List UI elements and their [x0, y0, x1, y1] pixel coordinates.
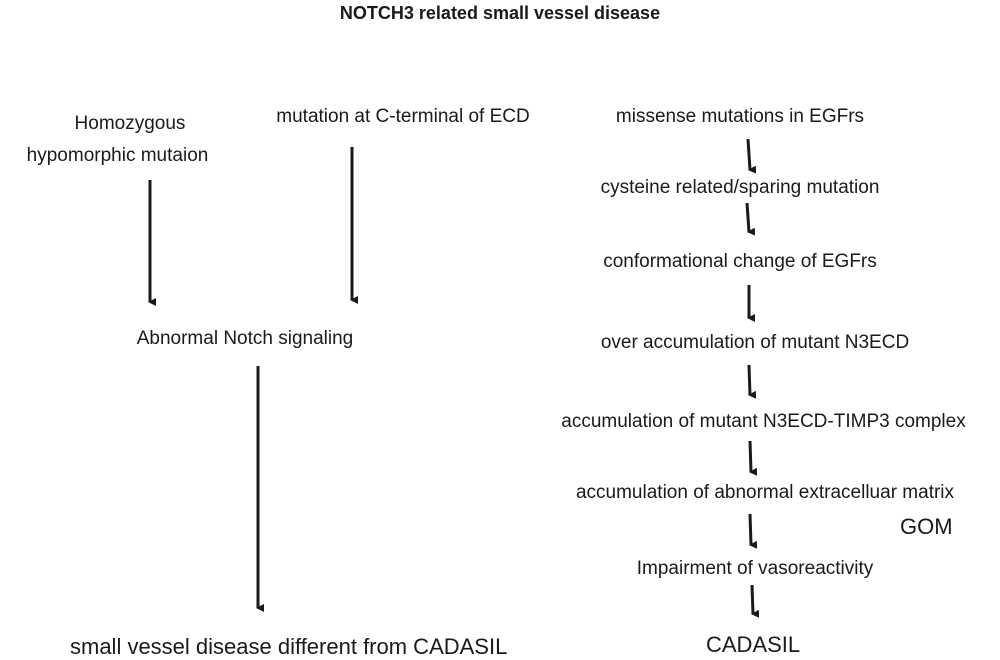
step-extracellular-matrix: accumulation of abnormal extracelluar ma…	[575, 482, 955, 503]
abnormal-notch-signaling-label: Abnormal Notch signaling	[136, 328, 354, 349]
step-over-accumulation: over accumulation of mutant N3ECD	[600, 332, 910, 353]
svd-non-cadasil-outcome: small vessel disease different from CADA…	[70, 634, 508, 659]
gom-label: GOM	[900, 514, 953, 539]
arrow-step6-to-step7	[748, 513, 758, 549]
cterminal-mutation-label: mutation at C-terminal of ECD	[276, 106, 530, 127]
arrow-step1-to-step2	[746, 138, 757, 174]
cadasil-outcome: CADASIL	[706, 632, 801, 657]
diagram-title: NOTCH3 related small vessel disease	[339, 3, 661, 23]
arrow-step7-to-cadasil	[750, 584, 760, 618]
step-timp3-complex: accumulation of mutant N3ECD-TIMP3 compl…	[561, 411, 966, 432]
arrow-step4-to-step5	[747, 364, 757, 399]
step-cysteine-mutation: cysteine related/sparing mutation	[600, 177, 880, 198]
arrow-step2-to-step3	[745, 202, 756, 236]
step-missense-mutations: missense mutations in EGFrs	[615, 106, 865, 127]
homozygous-label-line2: hypomorphic mutaion	[26, 145, 209, 166]
homozygous-label-line1: Homozygous	[74, 113, 186, 134]
step-impaired-vasoreactivity: Impairment of vasoreactivity	[636, 558, 874, 579]
arrow-step5-to-step6	[748, 440, 758, 476]
step-conformational-change: conformational change of EGFrs	[603, 251, 877, 272]
